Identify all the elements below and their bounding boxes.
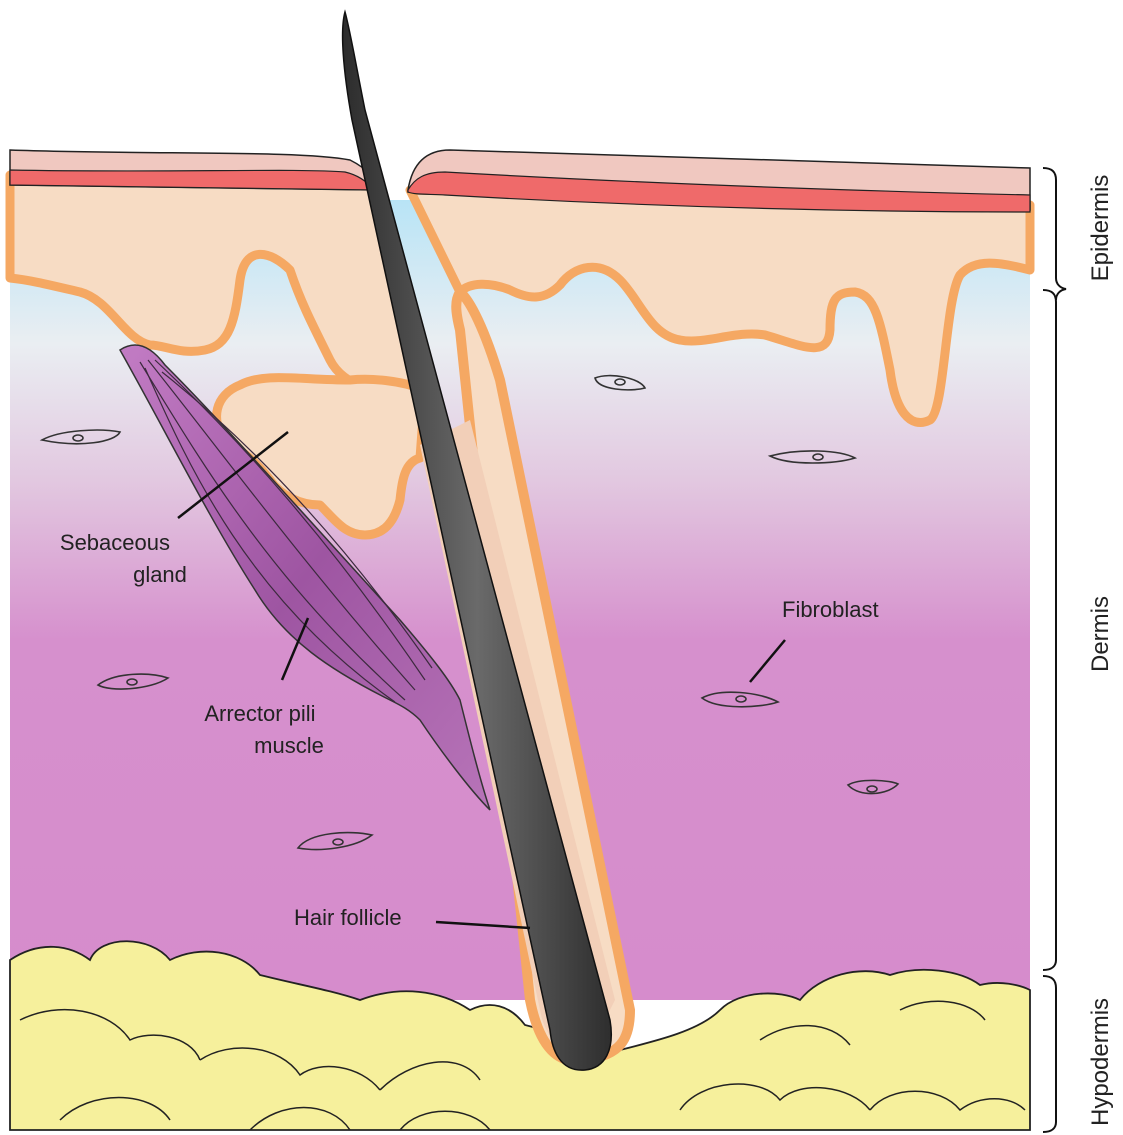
sebaceous-gland-label-line1: Sebaceous xyxy=(60,530,170,555)
sebaceous-gland-label-line2: gland xyxy=(133,562,187,587)
hair-follicle-label: Hair follicle xyxy=(294,905,402,930)
dermis-label: Dermis xyxy=(1087,596,1114,672)
hypodermis-label: Hypodermis xyxy=(1087,998,1114,1126)
hypodermis-brace xyxy=(1043,976,1056,1132)
fibroblast-label: Fibroblast xyxy=(782,597,879,622)
arrector-pili-label-line1: Arrector pili xyxy=(204,701,315,726)
epidermis-label: Epidermis xyxy=(1087,175,1114,282)
dermis-brace xyxy=(1043,290,1056,970)
epidermis-brace xyxy=(1043,168,1066,300)
arrector-pili-label-line2: muscle xyxy=(254,733,324,758)
